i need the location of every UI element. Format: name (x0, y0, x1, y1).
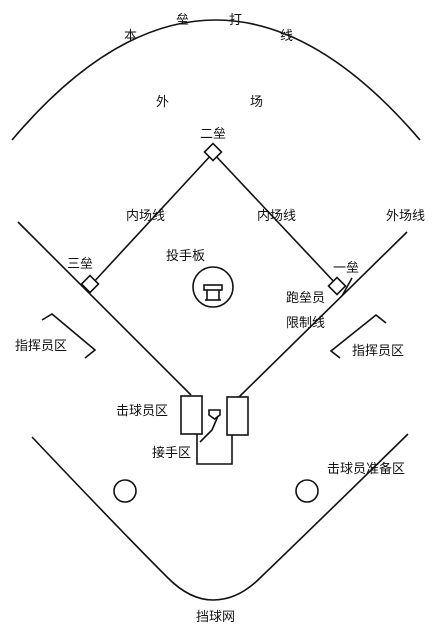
home-run-line (11, 19, 421, 141)
catchers-box-label: 接手区 (152, 446, 192, 461)
batters-box-label: 击球员区 (116, 404, 169, 419)
on-deck-circle-label: 击球员准备区 (327, 462, 406, 477)
right-foul-line (237, 231, 408, 399)
first-base (327, 276, 347, 296)
pitchers-circle (192, 266, 234, 308)
infield-line-left-label: 内场线 (126, 209, 166, 224)
home-run-line-char-1: 本 (124, 29, 138, 44)
outfield-char-2: 场 (250, 95, 264, 110)
second-base-label: 二垒 (200, 127, 227, 142)
left-foul-line (17, 221, 192, 396)
pitchers-plate-label: 投手板 (166, 249, 206, 264)
batters-box-left (180, 395, 203, 435)
home-run-line-char-2: 垒 (176, 13, 190, 28)
third-base (80, 274, 100, 294)
home-run-line-char-3: 打 (229, 13, 243, 28)
second-base (203, 142, 223, 162)
on-deck-circle-left (113, 479, 137, 503)
infield-line-3b-2b (90, 152, 214, 286)
coach-box-left (41, 313, 97, 359)
first-base-label: 一垒 (333, 261, 360, 276)
runner-restriction-line (341, 277, 353, 297)
infield-line-2b-1b (212, 152, 339, 287)
batters-box-right (226, 396, 249, 436)
home-run-line-char-4: 线 (280, 29, 294, 44)
backstop (31, 433, 409, 601)
coach-box-left-label: 指挥员区 (15, 339, 68, 354)
catchers-box (196, 434, 233, 465)
outfield-line-label: 外场线 (386, 209, 426, 224)
on-deck-circle-right (295, 479, 319, 503)
batters-pointer (211, 415, 219, 431)
backstop-label: 挡球网 (196, 610, 236, 625)
home-plate (208, 409, 221, 420)
infield-line-right-label: 内场线 (257, 209, 297, 224)
runner-line-label-2: 限制线 (286, 316, 326, 331)
catchers-pointer (199, 429, 213, 443)
pitchers-plate (203, 284, 223, 291)
runner-line-label-1: 跑垒员 (286, 291, 326, 306)
coach-box-right (329, 313, 387, 359)
outfield-char-1: 外 (156, 95, 170, 110)
coach-box-right-label: 指挥员区 (352, 344, 405, 359)
third-base-label: 三垒 (67, 257, 94, 272)
